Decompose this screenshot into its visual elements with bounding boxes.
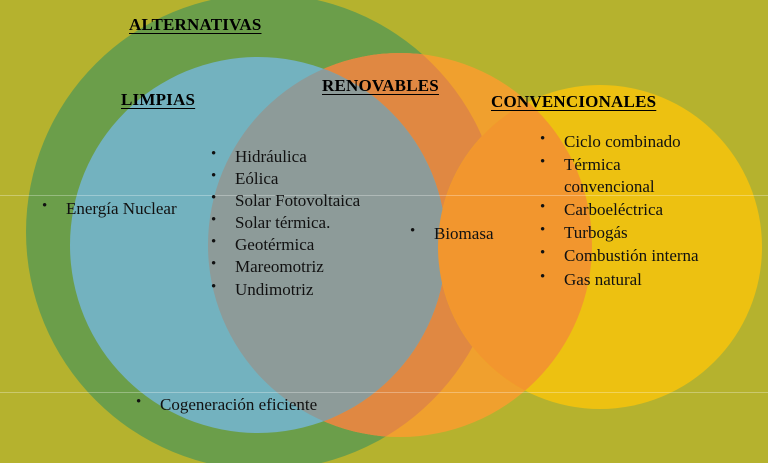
list-item: Eólica [205,167,415,190]
set-label-renovables: RENOVABLES [322,76,439,95]
region-limpias-renovables-list: Hidráulica Eólica Solar Fotovoltaica Sol… [205,145,415,301]
list-limpias-only: Energía Nuclear [36,197,186,220]
list-item: Mareomotriz [205,255,415,278]
list-item: Geotérmica [205,233,415,256]
list-item: Turbogás [534,221,714,244]
region-limpias-only-list: Energía Nuclear [36,197,186,221]
list-item: Energía Nuclear [36,197,186,220]
list-item: Combustión interna [534,244,714,267]
list-item: Solar Fotovoltaica [205,189,415,212]
list-item: Gas natural [534,268,714,291]
list-item: Ciclo combinado [534,130,714,153]
list-item: Undimotriz [205,278,415,301]
region-alternativas-only-list: Cogeneración eficiente [130,393,320,417]
set-label-convencionales: CONVENCIONALES [491,92,657,111]
region-convencionales-list: Ciclo combinado Térmica convencional Car… [534,130,714,292]
set-label-limpias: LIMPIAS [121,90,196,109]
list-item: Solar térmica. [205,211,415,234]
list-item: Térmica convencional [534,153,714,198]
list-convencionales: Ciclo combinado Térmica convencional Car… [534,130,714,291]
list-item: Carboeléctrica [534,198,714,221]
overlap-renovables-convencionales [438,85,592,409]
list-item: Hidráulica [205,145,415,168]
list-limpias-renovables: Hidráulica Eólica Solar Fotovoltaica Sol… [205,145,415,301]
list-renovables-only: Biomasa [404,222,534,245]
list-item: Biomasa [404,222,534,245]
region-renovables-only-list: Biomasa [404,222,534,246]
list-item: Cogeneración eficiente [130,393,320,416]
list-alternativas-only: Cogeneración eficiente [130,393,320,416]
set-label-alternativas: ALTERNATIVAS [129,15,262,34]
